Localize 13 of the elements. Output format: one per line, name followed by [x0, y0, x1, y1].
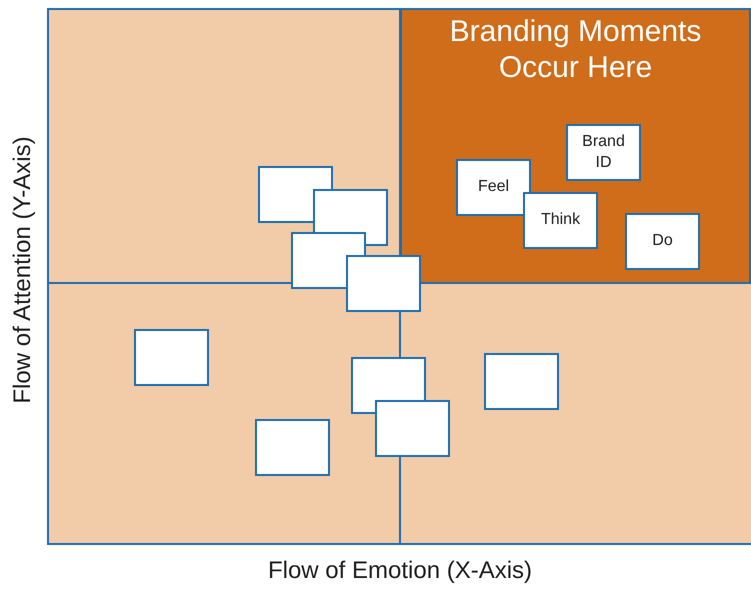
quadrant-title: Branding Moments Occur Here: [448, 14, 702, 86]
concept-box: Feel: [456, 159, 531, 216]
concept-box: Do: [625, 213, 700, 270]
concept-box: Brand ID: [566, 124, 641, 181]
empty-box: [375, 400, 450, 457]
empty-box: [346, 255, 421, 312]
concept-box: Think: [523, 192, 598, 249]
highlight-quadrant: [400, 8, 751, 284]
empty-box: [484, 353, 559, 410]
axis-label: Flow of Emotion (X-Axis): [268, 557, 532, 585]
empty-box: [134, 329, 209, 386]
empty-box: [255, 419, 330, 476]
axis-label: Flow of Attention (Y-Axis): [9, 136, 37, 404]
